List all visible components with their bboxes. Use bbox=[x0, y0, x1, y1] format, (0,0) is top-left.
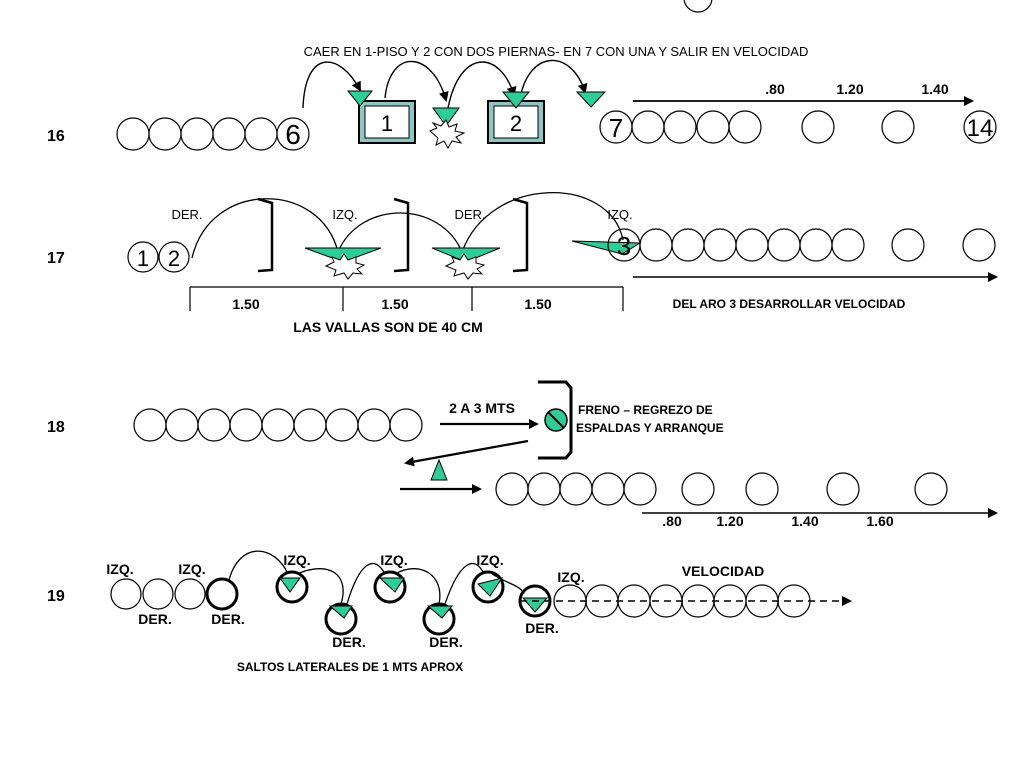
speed-note: DEL ARO 3 DESARROLLAR VELOCIDAD bbox=[673, 297, 906, 311]
hurdles bbox=[257, 197, 529, 273]
hoop-row-start bbox=[133, 408, 423, 442]
exercise-18: 18 2 A 3 MTS FRENO – REGREZO DE ESPALDAS… bbox=[47, 380, 998, 529]
jump-arcs bbox=[191, 192, 624, 259]
side-label: DER. bbox=[138, 611, 171, 627]
hoop-row-start bbox=[116, 117, 310, 151]
return-arrow bbox=[404, 439, 529, 467]
spacing-label: 1.50 bbox=[381, 296, 408, 312]
landing-marks bbox=[279, 577, 549, 619]
box-label-2: 2 bbox=[510, 111, 522, 136]
distance-label: 1.20 bbox=[836, 81, 863, 97]
exercise-16: 16 CAER EN 1-PISO Y 2 CON DOS PIERNAS- E… bbox=[47, 44, 997, 151]
speed-label: VELOCIDAD bbox=[682, 563, 764, 579]
instruction-text: CAER EN 1-PISO Y 2 CON DOS PIERNAS- EN 7… bbox=[304, 44, 809, 59]
impact-star-icon bbox=[324, 253, 366, 280]
distance-label: 1.40 bbox=[791, 513, 818, 529]
hoop-row bbox=[607, 228, 996, 262]
side-label: IZQ. bbox=[106, 561, 133, 577]
side-label: DER. bbox=[525, 620, 558, 636]
distance-label: 1.60 bbox=[866, 513, 893, 529]
start-marker bbox=[430, 458, 448, 481]
hoop-label-2: 2 bbox=[168, 246, 180, 271]
jump-arcs bbox=[228, 550, 525, 605]
box-label-1: 1 bbox=[381, 111, 393, 136]
spacing-label: 1.50 bbox=[524, 296, 551, 312]
stop-icon bbox=[544, 408, 568, 432]
exercise-17: 17 1 2 DER. IZQ. DER. IZQ. bbox=[47, 192, 998, 335]
lateral-hoops bbox=[275, 570, 552, 636]
exercise-19: 19 bbox=[47, 550, 852, 674]
run-distance: 2 A 3 MTS bbox=[449, 400, 515, 416]
hoop-label-1: 1 bbox=[137, 246, 149, 271]
exercise-number: 17 bbox=[47, 250, 65, 267]
hoop-label-7: 7 bbox=[609, 113, 623, 143]
hurdle-note: LAS VALLAS SON DE 40 CM bbox=[293, 319, 483, 335]
footer-note: SALTOS LATERALES DE 1 MTS APROX bbox=[237, 660, 463, 674]
side-label: DER. bbox=[171, 207, 202, 222]
side-label: DER. bbox=[211, 611, 244, 627]
side-label: IZQ. bbox=[332, 207, 357, 222]
brake-note: FRENO – REGREZO DE bbox=[578, 403, 713, 417]
side-label: DER. bbox=[454, 207, 485, 222]
side-label: IZQ. bbox=[178, 561, 205, 577]
landing-marks bbox=[346, 90, 607, 127]
hoop-label-14: 14 bbox=[967, 115, 994, 142]
side-label: IZQ. bbox=[380, 552, 407, 568]
hoop-label-6: 6 bbox=[285, 119, 301, 150]
exercise-number: 18 bbox=[47, 419, 65, 436]
partial-hoop bbox=[683, 0, 713, 13]
distance-label: 1.40 bbox=[921, 81, 948, 97]
side-label: IZQ. bbox=[476, 552, 503, 568]
brake-note: ESPALDAS Y ARRANQUE bbox=[576, 421, 724, 435]
brake-bracket bbox=[538, 380, 573, 460]
hoop-row-end bbox=[495, 472, 948, 506]
side-label: DER. bbox=[429, 634, 462, 650]
distance-label: .80 bbox=[765, 81, 785, 97]
hoop-label-3: 3 bbox=[617, 231, 631, 261]
exercise-number: 19 bbox=[47, 588, 65, 605]
impact-star-icon bbox=[429, 119, 466, 150]
exercise-number: 16 bbox=[47, 128, 65, 145]
side-label: IZQ. bbox=[607, 207, 632, 222]
side-label: DER. bbox=[332, 634, 365, 650]
side-label: IZQ. bbox=[557, 569, 584, 585]
spacing-label: 1.50 bbox=[232, 296, 259, 312]
side-label: IZQ. bbox=[283, 552, 310, 568]
impact-star-icon bbox=[444, 253, 486, 280]
measure-bracket bbox=[189, 286, 624, 311]
jump-arcs bbox=[302, 59, 588, 109]
distance-label: 1.20 bbox=[716, 513, 743, 529]
distance-label: .80 bbox=[662, 513, 682, 529]
hoop-row-end bbox=[599, 110, 997, 144]
